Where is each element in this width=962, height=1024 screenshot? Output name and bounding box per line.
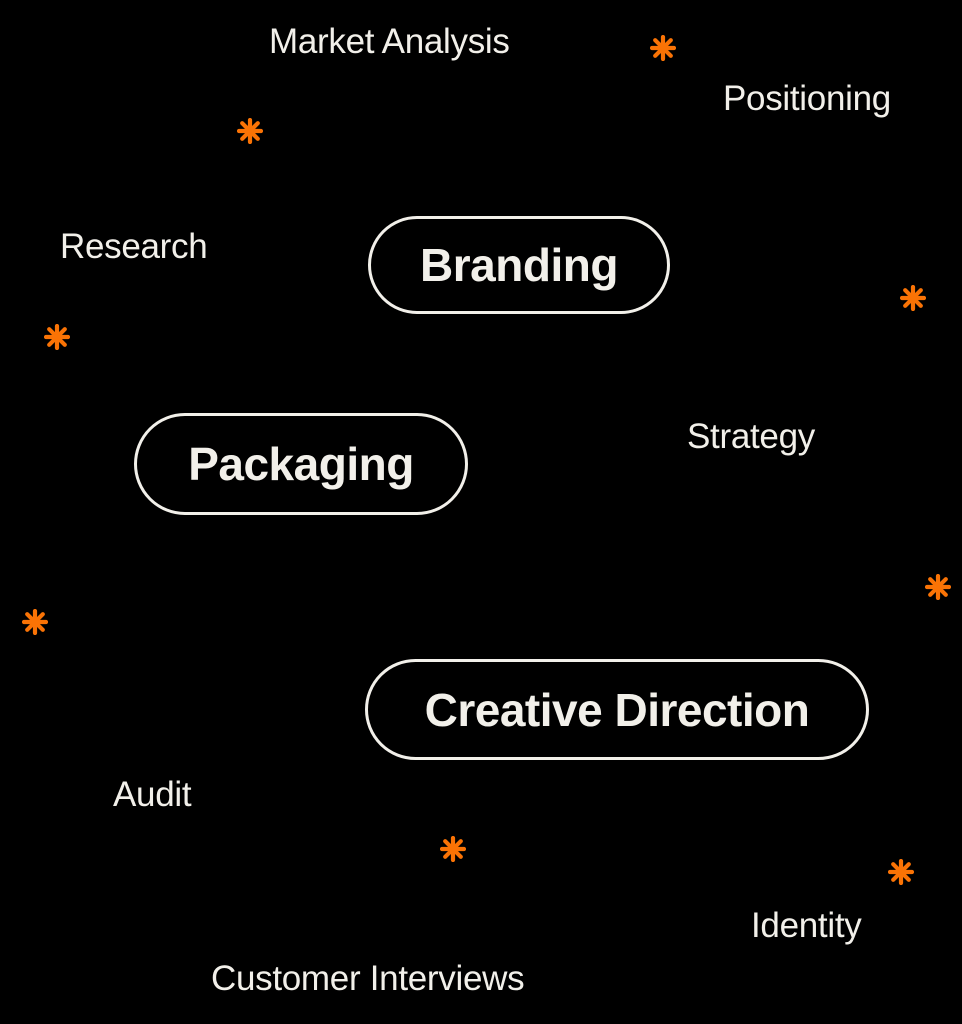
asterisk-icon [650,35,676,61]
label-strategy: Strategy [687,417,815,456]
asterisk-icon [888,859,914,885]
asterisk-icon [925,574,951,600]
label-positioning: Positioning [723,79,891,118]
asterisk-icon [44,324,70,350]
label-customer-interviews: Customer Interviews [211,959,525,998]
asterisk-icon [237,118,263,144]
asterisk-icon [22,609,48,635]
asterisk-icon [440,836,466,862]
label-identity: Identity [751,906,862,945]
asterisk-icon [900,285,926,311]
creative-direction-pill-button[interactable]: Creative Direction [365,659,869,760]
label-market-analysis: Market Analysis [269,22,510,61]
label-audit: Audit [113,775,192,814]
packaging-pill-button[interactable]: Packaging [134,413,468,515]
label-research: Research [60,227,208,266]
branding-pill-button[interactable]: Branding [368,216,670,314]
